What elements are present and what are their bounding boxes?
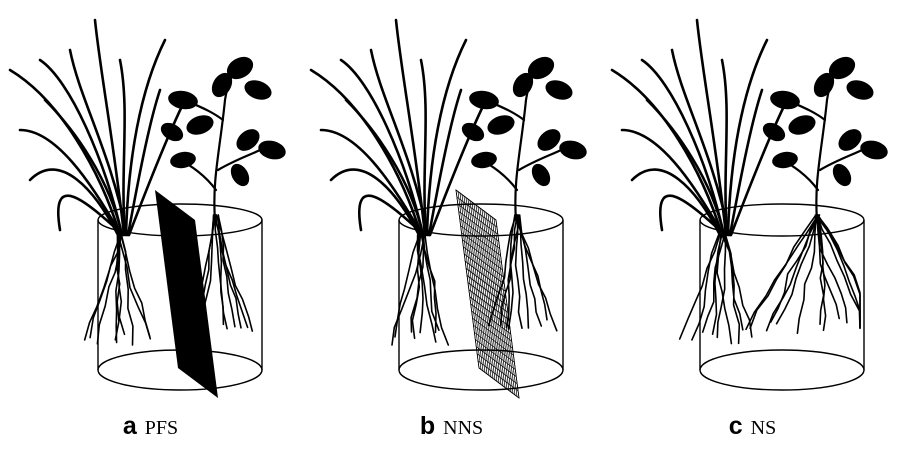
panel-letter: b xyxy=(420,412,435,440)
panel-b: b NNS xyxy=(301,0,602,453)
rice-leaf xyxy=(429,90,461,235)
root-system-icon xyxy=(392,235,448,345)
mesh-line xyxy=(459,211,499,241)
panel-b-illustration xyxy=(301,0,602,405)
mesh-line xyxy=(467,275,507,305)
legume-leaf xyxy=(786,112,818,138)
legume-leaf xyxy=(167,89,200,112)
legume-leaf xyxy=(459,119,488,145)
legume-leaf xyxy=(557,138,589,163)
root-system-icon xyxy=(85,235,151,345)
mesh-line xyxy=(479,368,519,398)
legume-leaf xyxy=(256,138,288,163)
treatment-name: NNS xyxy=(443,417,483,439)
panel-a-illustration xyxy=(0,0,301,405)
mesh-line xyxy=(474,332,514,362)
rice-leaf xyxy=(128,90,160,235)
rice-leaf xyxy=(730,90,762,235)
legume-leaf xyxy=(485,112,517,138)
pot-base xyxy=(700,350,864,390)
root xyxy=(425,235,448,345)
mesh-line xyxy=(460,218,500,248)
mesh-line xyxy=(457,197,497,227)
panel-c-illustration xyxy=(602,0,903,405)
rice-leaf xyxy=(632,170,720,235)
mesh-line xyxy=(463,247,503,277)
solid-partition xyxy=(155,190,218,398)
legume-leaf xyxy=(829,161,855,190)
legume-leaf xyxy=(528,161,554,190)
legume-leaf xyxy=(844,77,876,103)
rice-leaf xyxy=(331,170,419,235)
mesh-line xyxy=(464,254,504,284)
mesh-line xyxy=(461,226,501,256)
mesh-line xyxy=(465,261,505,291)
illustration-group xyxy=(612,20,890,390)
mesh-line xyxy=(477,354,517,384)
legume-leaf xyxy=(158,119,187,145)
treatment-name: PFS xyxy=(145,417,178,439)
panel-letter: a xyxy=(123,412,137,440)
legume-leaf xyxy=(184,112,216,138)
mesh-line xyxy=(466,268,506,298)
caption-a: a PFS xyxy=(0,412,301,441)
legume-leaf xyxy=(227,161,253,190)
panel-letter: c xyxy=(729,412,743,440)
root-system-icon xyxy=(746,215,860,333)
root-system-icon xyxy=(680,235,752,344)
mesh-line xyxy=(471,304,511,334)
legume-leaf xyxy=(468,89,501,112)
legume-leaf xyxy=(769,89,802,112)
rice-leaf xyxy=(30,170,118,235)
illustration-group xyxy=(311,20,589,398)
legume-leaf xyxy=(858,138,890,163)
legume-leaf xyxy=(760,119,789,145)
panel-c: c NS xyxy=(602,0,903,453)
mesh-line xyxy=(458,204,498,234)
treatment-name: NS xyxy=(751,417,777,439)
root xyxy=(767,215,820,331)
mesh-line xyxy=(475,340,515,370)
mesh-line xyxy=(478,361,518,391)
mesh-line xyxy=(462,240,502,270)
mesh-line xyxy=(462,233,502,263)
legume-leaf xyxy=(242,77,274,103)
root xyxy=(85,235,120,340)
mesh-line xyxy=(468,283,508,313)
caption-b: b NNS xyxy=(301,412,602,441)
illustration-group xyxy=(10,20,288,398)
caption-c: c NS xyxy=(602,412,903,441)
legume-leaf xyxy=(543,77,575,103)
legume-plant-icon xyxy=(746,52,890,333)
panel-a: a PFS xyxy=(0,0,301,453)
